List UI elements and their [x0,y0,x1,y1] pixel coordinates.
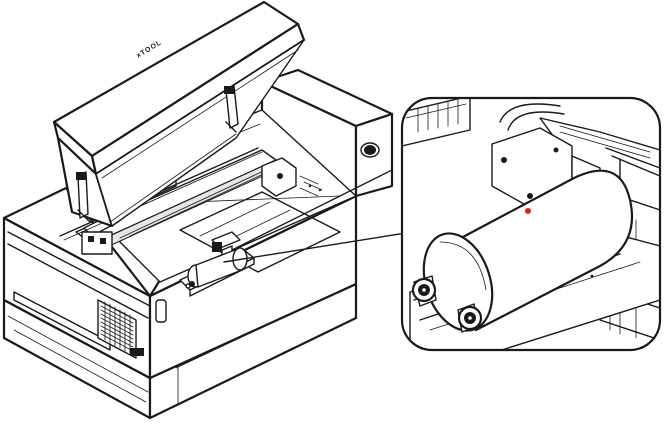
air-assist-port [364,145,376,155]
lid-window [95,39,305,227]
inset-frame-border [400,96,662,352]
power-indicator [130,348,144,356]
rear-block-side [354,112,394,198]
vent-grille-icon [97,299,137,359]
side-button [155,299,167,323]
detail-inset [400,96,662,352]
lid: xTOOL [52,0,306,228]
front-slot [13,291,111,351]
machine-body [2,68,394,420]
lid-logo: xTOOL [135,39,163,60]
callout-line-upper [231,169,393,251]
callout-line-lower [223,231,413,263]
inset-rollers [411,275,483,333]
laser-point-dot [525,208,531,214]
